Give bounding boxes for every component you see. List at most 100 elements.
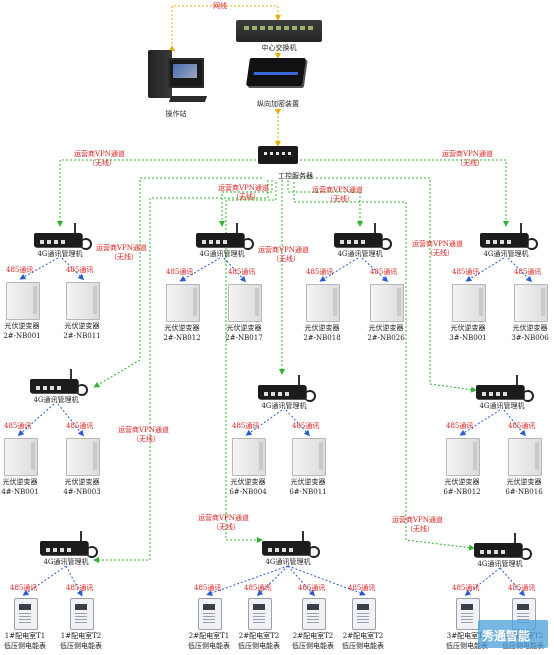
meter-label: 2#配电室T1 [188, 632, 230, 640]
meter-label: 低压侧电能表 [188, 642, 230, 650]
meter-label: 1#配电室T1 [4, 632, 46, 640]
industrial-server [258, 146, 298, 164]
vpn-link [287, 180, 363, 227]
energy-meter-icon [352, 598, 376, 630]
rs485-link [465, 257, 505, 282]
meter-label: 2#配电室T2 [238, 632, 280, 640]
vpn-link [93, 177, 262, 388]
inverter-icon [292, 438, 326, 476]
gateway-label: 4G通讯管理机 [483, 250, 529, 258]
inverter-label: 光伏逆变器 [444, 478, 480, 486]
inverter-id: 6#-NB016 [505, 488, 543, 496]
inverter-icon [446, 438, 480, 476]
comm485-label: 485通讯 [508, 422, 536, 430]
inverter-icon [508, 438, 542, 476]
comm485-label: 485通讯 [244, 584, 272, 592]
inverter-id: 4#-NB003 [63, 488, 101, 496]
gateway-r2c [476, 375, 534, 402]
rs485-link [179, 257, 221, 282]
gateway-r2b [258, 375, 316, 402]
comm485-label: 485通讯 [452, 268, 480, 276]
wireless-label: （无线） [406, 525, 434, 533]
inverter-icon [66, 438, 100, 476]
gateway-label: 4G通讯管理机 [33, 396, 79, 404]
switch-label: 中心交换机 [261, 44, 297, 52]
wireless-label: （无线） [456, 159, 484, 167]
keyboard-icon [168, 96, 208, 102]
comm485-label: 485通讯 [194, 584, 222, 592]
energy-meter-icon [70, 598, 94, 630]
gateway-r1a [34, 223, 92, 250]
inverter-label: 光伏逆变器 [64, 478, 100, 486]
gateway-label: 4G通讯管理机 [37, 250, 83, 258]
rs485-link [19, 257, 59, 280]
vpn-channel-label: 运营商VPN通道 [258, 246, 309, 254]
inverter-label: 光伏逆变器 [450, 324, 486, 332]
rs485-link [17, 403, 55, 436]
inverter-id: 6#-NB011 [289, 488, 327, 496]
energy-meter-icon [302, 598, 326, 630]
energy-meter-icon [248, 598, 272, 630]
rs485-link [287, 565, 366, 596]
gateway-r1c [334, 223, 392, 250]
vpn-channel-label: 运营商VPN通道 [442, 150, 493, 158]
rs485-link [459, 409, 501, 436]
comm485-label: 485通讯 [446, 422, 474, 430]
wireless-label: （无线） [426, 249, 454, 257]
inverter-id: 2#-NB011 [63, 332, 101, 340]
rs485-link [285, 409, 311, 437]
vpn-link [219, 180, 273, 227]
inverter-id: 2#-NB001 [3, 332, 41, 340]
comm485-label: 485通讯 [4, 422, 32, 430]
energy-meter-icon [198, 598, 222, 630]
inverter-id: 6#-NB012 [443, 488, 481, 496]
inverter-id: 2#-NB017 [225, 334, 263, 342]
inverter-id: 2#-NB018 [303, 334, 341, 342]
inverter-label: 光伏逆变器 [506, 478, 542, 486]
wireless-label: （无线） [132, 435, 160, 443]
vpn-link [57, 159, 256, 227]
inverter-id: 4#-NB001 [1, 488, 39, 496]
wireless-label: （无线） [88, 159, 116, 167]
comm485-label: 485通讯 [370, 268, 398, 276]
vpn-link [93, 180, 269, 563]
vpn-link [300, 159, 509, 227]
rs485-link [499, 567, 525, 597]
wireless-label: （无线） [110, 253, 138, 261]
wireless-label: （无线） [326, 195, 354, 203]
gateway-label: 4G通讯管理机 [199, 250, 245, 258]
wireless-label: （无线） [212, 523, 240, 531]
rs485-link [464, 567, 501, 596]
inverter-id: 2#-NB026 [367, 334, 405, 342]
rs485-link [507, 257, 533, 283]
comm485-label: 485通讯 [66, 584, 94, 592]
energy-meter-icon [14, 598, 38, 630]
gateway-label: 4G通讯管理机 [477, 560, 523, 568]
gateway-label: 4G通讯管理机 [337, 250, 383, 258]
gateway-label: 4G通讯管理机 [43, 558, 89, 566]
inverter-label: 光伏逆变器 [304, 324, 340, 332]
gateway-label: 4G通讯管理机 [261, 402, 307, 410]
inverter-icon [166, 284, 200, 322]
comm485-label: 485通讯 [452, 584, 480, 592]
inverter-label: 光伏逆变器 [368, 324, 404, 332]
comm485-label: 485通讯 [66, 266, 94, 274]
meter-label: 1#配电室T2 [60, 632, 102, 640]
meter-label: 2#配电室T2 [292, 632, 334, 640]
vpn-link [292, 177, 477, 393]
rs485-link [361, 257, 389, 283]
comm485-label: 485通讯 [306, 268, 334, 276]
gateway-meters_right [474, 533, 532, 560]
rs485-link [245, 409, 283, 436]
gateway-r2a [30, 369, 88, 396]
encrypt-label: 纵向加密装置 [257, 100, 299, 108]
meter-label: 3#配电室T1 [446, 632, 488, 640]
meter-label: 低压侧电能表 [446, 642, 488, 650]
comm485-label: 485通讯 [66, 422, 94, 430]
comm485-label: 485通讯 [292, 422, 320, 430]
comm485-label: 485通讯 [298, 584, 326, 592]
inverter-label: 光伏逆变器 [512, 324, 548, 332]
inverter-label: 光伏逆变器 [230, 478, 266, 486]
